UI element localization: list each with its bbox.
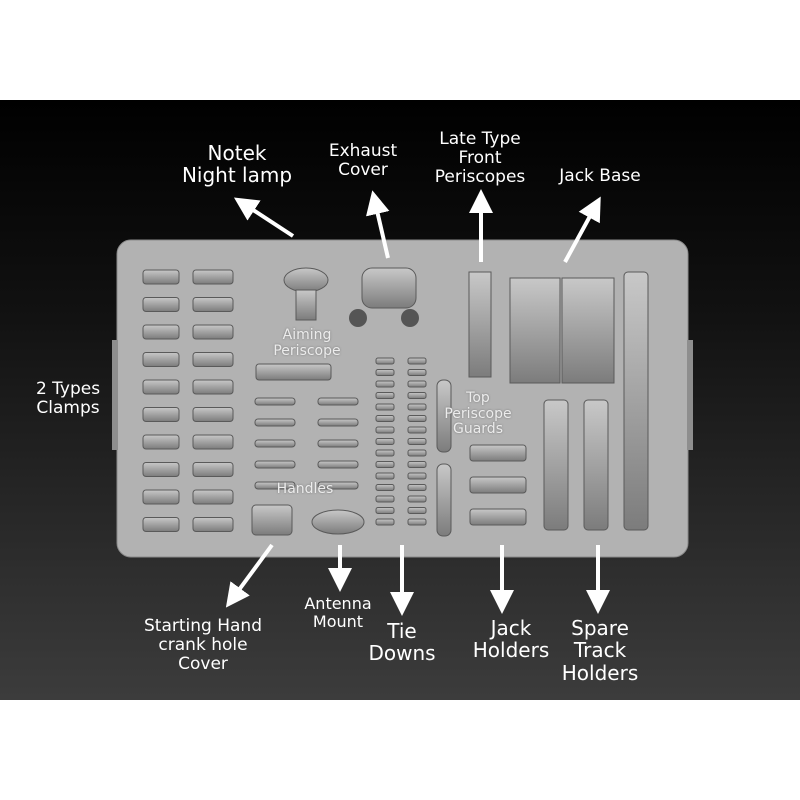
tie-down — [375, 357, 395, 365]
clamp — [192, 489, 234, 505]
tie-down — [407, 357, 427, 365]
tie-down — [375, 415, 395, 422]
tie-down — [375, 507, 395, 514]
jack-base-right — [561, 277, 615, 384]
tie-down — [375, 392, 395, 399]
front-periscope — [468, 271, 492, 378]
label-clamps: 2 Types Clamps — [35, 379, 101, 419]
spare-track-holder — [623, 271, 649, 531]
exhaust-cover — [361, 267, 417, 309]
clamp — [142, 379, 180, 395]
antenna-mount — [311, 509, 365, 535]
clamp — [192, 462, 234, 477]
arrow-notek — [233, 197, 295, 238]
tie-down — [407, 380, 427, 388]
label-top-guards: Top Periscope Guards — [444, 390, 512, 438]
handle — [317, 418, 359, 427]
arrows-group — [225, 189, 610, 616]
handle — [254, 481, 296, 490]
label-antenna: Antenna Mount — [304, 594, 372, 631]
tie-down — [407, 426, 427, 434]
tie-down — [407, 369, 427, 376]
label-crank: Starting Hand crank hole Cover — [144, 616, 262, 675]
clamp — [192, 324, 234, 340]
clamp — [142, 462, 180, 477]
clamp — [142, 517, 180, 532]
tie-down — [375, 403, 395, 411]
tie-down — [407, 472, 427, 480]
handle — [254, 460, 296, 469]
tie-down — [407, 495, 427, 503]
clamp — [192, 352, 234, 367]
tie-down — [375, 380, 395, 388]
tie-down — [375, 461, 395, 468]
parts-group — [142, 267, 649, 537]
clamp — [192, 407, 234, 422]
tie-down — [407, 449, 427, 457]
clamp — [192, 297, 234, 312]
label-aiming-periscope: Aiming Periscope — [273, 327, 341, 359]
periscope-guard — [436, 463, 452, 537]
label-exhaust: Exhaust Cover — [328, 141, 398, 181]
handle — [317, 460, 359, 469]
clamp — [142, 269, 180, 285]
tie-down — [407, 415, 427, 422]
clamp — [142, 434, 180, 450]
notek-lamp — [283, 267, 329, 293]
tie-down — [375, 495, 395, 503]
tie-down — [407, 438, 427, 445]
notek-lamp-stem — [295, 289, 317, 321]
tie-down — [407, 518, 427, 526]
label-handles: Handles — [276, 481, 334, 497]
handle — [254, 418, 296, 427]
label-tie-downs: Tie Downs — [368, 619, 436, 666]
tie-down — [407, 403, 427, 411]
tie-down — [375, 484, 395, 491]
jack-holder — [469, 508, 527, 526]
tie-down — [375, 472, 395, 480]
label-jack-holders: Jack Holders — [472, 616, 550, 663]
handle — [254, 439, 296, 448]
arrow-exhaust — [366, 190, 390, 259]
clamp — [192, 434, 234, 450]
spare-track-holder — [583, 399, 609, 531]
handle — [317, 481, 359, 490]
tie-down — [375, 518, 395, 526]
clamp — [142, 297, 180, 312]
label-jack-base: Jack Base — [559, 166, 641, 186]
label-spare-track: Spare Track Holders — [561, 616, 639, 685]
arrow-crank — [225, 543, 274, 608]
tie-down — [407, 392, 427, 399]
exhaust-bolt — [401, 309, 419, 327]
tie-down — [407, 461, 427, 468]
exhaust-bolt — [349, 309, 367, 327]
crank-cover — [251, 504, 293, 536]
jack-holder — [469, 444, 527, 462]
clamp — [192, 517, 234, 532]
clamp — [192, 379, 234, 395]
tie-down — [375, 438, 395, 445]
tie-down — [407, 507, 427, 514]
label-periscopes: Late Type Front Periscopes — [434, 129, 526, 188]
handle — [317, 397, 359, 406]
clamp — [142, 352, 180, 367]
handle — [317, 439, 359, 448]
handle — [254, 397, 296, 406]
jack-base-left — [509, 277, 561, 384]
tie-down — [375, 449, 395, 457]
arrow-jack-base — [563, 196, 601, 263]
clamp — [142, 489, 180, 505]
tie-down — [375, 426, 395, 434]
tie-down — [375, 369, 395, 376]
clamp — [142, 324, 180, 340]
clamp — [142, 407, 180, 422]
periscope-guard — [436, 379, 452, 453]
aiming-periscope — [255, 363, 332, 381]
spare-track-holder — [543, 399, 569, 531]
label-notek: Notek Night lamp — [181, 141, 293, 188]
tie-down — [407, 484, 427, 491]
clamp — [192, 269, 234, 285]
jack-holder — [469, 476, 527, 494]
